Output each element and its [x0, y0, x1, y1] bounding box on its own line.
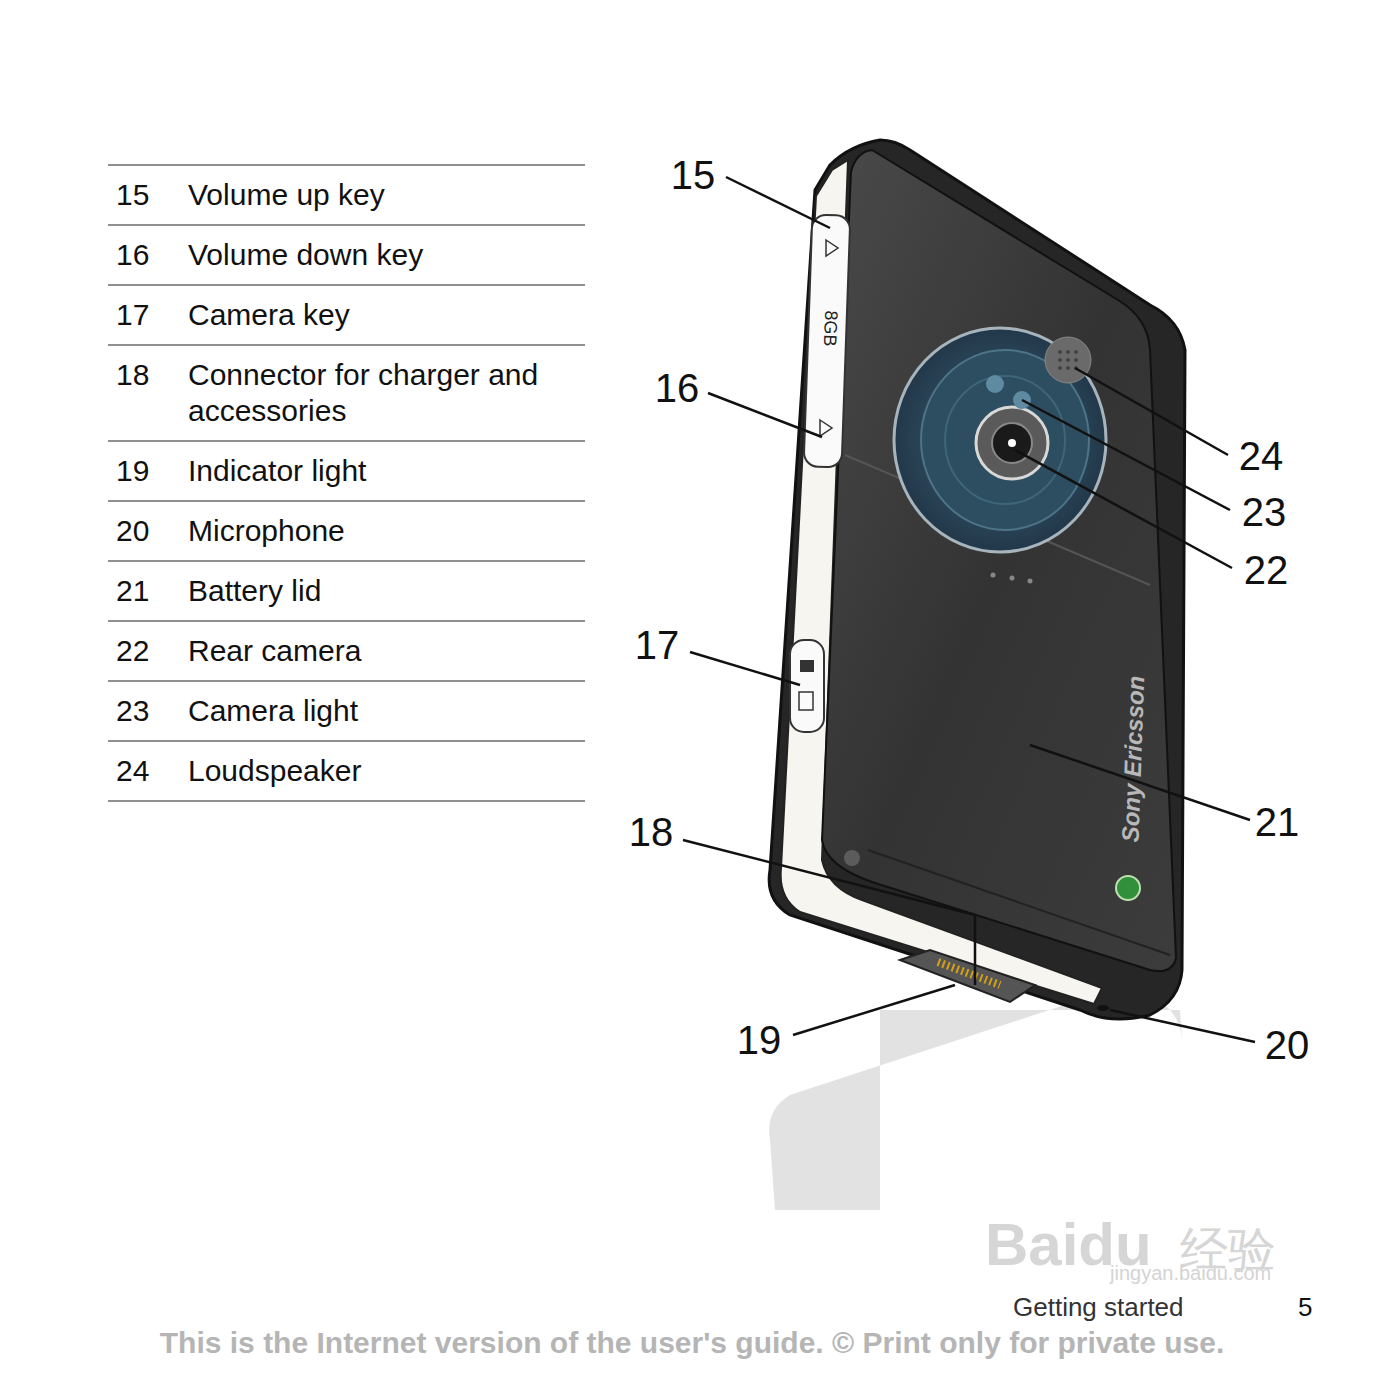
- brand-logo: Sony Ericsson: [1116, 675, 1150, 843]
- callout-number: 22: [1244, 548, 1289, 592]
- section-name: Getting started: [1013, 1292, 1184, 1323]
- row-number: 17: [116, 297, 149, 333]
- table-rules: [108, 165, 585, 801]
- part-name: Connector for charger and accessories: [188, 357, 580, 429]
- row-number: 21: [116, 573, 149, 609]
- part-name: Rear camera: [188, 633, 580, 669]
- row-number: 20: [116, 513, 149, 549]
- callout-number: 16: [655, 366, 700, 410]
- row-number: 22: [116, 633, 149, 669]
- print-notice: This is the Internet version of the user…: [160, 1326, 1224, 1360]
- part-name: Volume up key: [188, 177, 580, 213]
- row-number: 19: [116, 453, 149, 489]
- callout-number: 17: [635, 623, 680, 667]
- part-name: Microphone: [188, 513, 580, 549]
- callout-number: 23: [1242, 490, 1287, 534]
- part-name: Indicator light: [188, 453, 580, 489]
- row-number: 23: [116, 693, 149, 729]
- callout-number: 20: [1265, 1023, 1310, 1067]
- part-name: Battery lid: [188, 573, 580, 609]
- part-name: Volume down key: [188, 237, 580, 273]
- phone-body: [769, 140, 1185, 1019]
- watermark-logo: Baidu: [985, 1210, 1152, 1279]
- callout-number: 24: [1239, 434, 1284, 478]
- watermark-logo: 经验: [1180, 1218, 1276, 1282]
- part-name: Camera key: [188, 297, 580, 333]
- callout-number: 18: [629, 810, 674, 854]
- leader-lines: [683, 177, 1255, 1042]
- row-number: 16: [116, 237, 149, 273]
- part-name: Loudspeaker: [188, 753, 580, 789]
- memory-mark: 8GB: [819, 310, 841, 347]
- row-number: 15: [116, 177, 149, 213]
- row-number: 18: [116, 357, 149, 393]
- callout-number: 21: [1255, 800, 1300, 844]
- part-name: Camera light: [188, 693, 580, 729]
- callout-number: 19: [737, 1018, 782, 1062]
- row-number: 24: [116, 753, 149, 789]
- page-number: 5: [1298, 1292, 1312, 1323]
- callout-number: 15: [671, 153, 716, 197]
